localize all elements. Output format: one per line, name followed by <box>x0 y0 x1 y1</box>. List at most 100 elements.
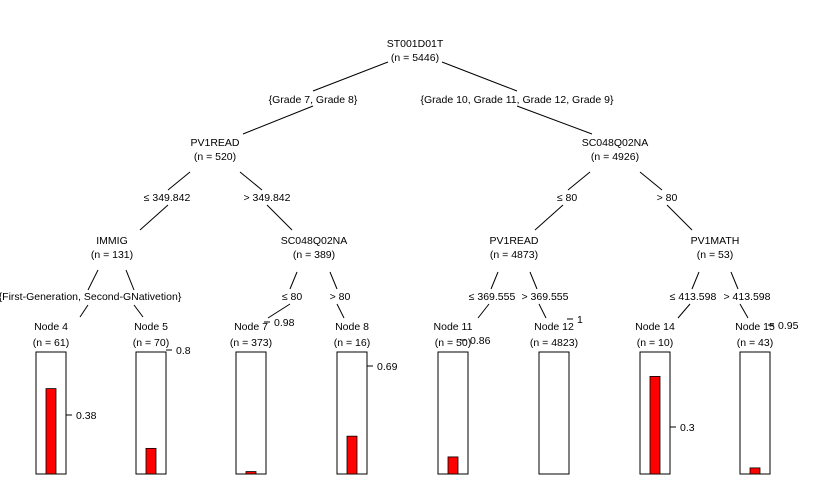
edge-label-root-right: {Grade 10, Grade 11, Grade 12, Grade 9} <box>420 94 614 106</box>
terminal-node-label: Node 11 <box>434 321 473 333</box>
node-r-name: SC048Q02NA <box>582 137 649 149</box>
node-rr-n: (n = 53) <box>697 249 733 261</box>
edge-ll-4-lower <box>79 304 89 318</box>
terminal-node: Node 12 (n = 4823) 1 <box>530 314 583 475</box>
terminal-node-label: Node 8 <box>335 321 369 333</box>
terminal-node-n: (n = 10) <box>637 337 673 349</box>
edge-lr-8-lower <box>336 303 345 319</box>
edge-label-root-left: {Grade 7, Grade 8} <box>269 94 358 106</box>
edge-r-rl <box>567 171 591 191</box>
edge-rr-15-lower <box>739 303 749 319</box>
edge-lr-8 <box>329 271 338 290</box>
node-root-name: ST001D01T <box>387 38 444 50</box>
bar <box>749 467 761 475</box>
node-rr-name: PV1MATH <box>691 235 740 247</box>
bar <box>45 388 57 475</box>
terminal-node-label: Node 14 <box>635 321 675 333</box>
edge-rl-12-lower <box>538 303 547 319</box>
edge-r-rr <box>639 171 663 191</box>
edge-r-rr-lower <box>666 204 693 231</box>
edge-label-ll-pair: {First-Generation, Second-GNativetion} <box>0 291 182 303</box>
edge-r-rl-lower <box>534 204 564 231</box>
terminal-node-label: Node 5 <box>134 321 168 333</box>
terminal-node-frame <box>235 351 267 475</box>
edge-ll-4 <box>87 269 99 291</box>
terminal-node-label: Node 12 <box>534 321 574 333</box>
edge-root-right-lower <box>516 105 593 135</box>
terminal-node: Node 7 (n = 373)0.98 <box>230 317 295 475</box>
edge-labels: {Grade 7, Grade 8} {Grade 10, Grade 11, … <box>0 94 771 303</box>
terminal-node-frame <box>538 351 570 475</box>
edge-rl-11-lower <box>477 303 490 319</box>
edge-label-r-rr: > 80 <box>657 192 678 204</box>
edge-label-lr-8: > 80 <box>330 291 351 303</box>
bar <box>649 375 661 475</box>
edge-label-rr-14: ≤ 413.598 <box>670 291 717 303</box>
terminal-node-label: Node 7 <box>234 321 268 333</box>
terminal-node-n: (n = 70) <box>133 337 169 349</box>
terminal-node-frame <box>739 351 771 475</box>
axis-tick-label: 0.86 <box>470 335 491 347</box>
node-rl-n: (n = 4873) <box>490 249 538 261</box>
terminal-node: Node 11 (n = 50)0.86 <box>434 321 491 475</box>
node-r-n: (n = 4926) <box>591 151 639 163</box>
axis-tick-label: 0.69 <box>377 361 398 373</box>
node-ll-name: IMMIG <box>96 235 128 247</box>
node-lr-name: SC048Q02NA <box>281 235 348 247</box>
terminal-node-n: (n = 43) <box>737 337 773 349</box>
edge-label-r-rl: ≤ 80 <box>557 192 578 204</box>
axis-tick-label: 0.38 <box>76 410 97 422</box>
terminal-node-n: (n = 61) <box>33 337 69 349</box>
edge-ll-5 <box>125 269 135 291</box>
terminal-node-n: (n = 4823) <box>530 337 578 349</box>
node-l-name: PV1READ <box>190 137 239 149</box>
terminal-node-frame <box>437 351 469 475</box>
edge-lr-7 <box>289 271 298 290</box>
terminal-node-n: (n = 16) <box>334 337 370 349</box>
bar <box>447 456 459 475</box>
edge-label-rl-11: ≤ 369.555 <box>469 291 516 303</box>
node-l-n: (n = 520) <box>194 151 236 163</box>
edge-label-lr-7: ≤ 80 <box>282 291 303 303</box>
edge-rl-12 <box>529 271 538 290</box>
bar <box>346 435 358 475</box>
edge-l-ll-lower <box>139 204 169 231</box>
edge-lr-7-lower <box>267 303 291 319</box>
node-lr-n: (n = 389) <box>293 249 335 261</box>
edge-l-lr <box>239 171 263 191</box>
edge-label-rr-15: > 413.598 <box>723 291 770 303</box>
terminal-node-label: Node 15 <box>735 321 775 333</box>
edge-label-l-ll: ≤ 349.842 <box>144 192 191 204</box>
terminal-node: Node 14 (n = 10) 0.3 <box>635 321 695 475</box>
terminal-node: Node 15 (n = 43) 0.95 <box>735 320 799 475</box>
edge-rl-11 <box>490 271 499 290</box>
axis-tick-label: 0.98 <box>274 317 295 329</box>
terminal-node: Node 4 (n = 61) 0.38 <box>33 321 97 475</box>
axis-tick-label: 1 <box>577 314 583 326</box>
edge-l-ll <box>167 171 191 191</box>
edge-l-lr-lower <box>266 204 293 231</box>
edge-label-l-lr: > 349.842 <box>243 192 290 204</box>
edge-rr-14 <box>691 271 700 290</box>
edge-rr-15 <box>730 271 739 290</box>
node-ll-n: (n = 131) <box>91 249 133 261</box>
terminal-node: Node 8 (n = 16) 0.69 <box>334 321 398 475</box>
bar <box>145 447 157 475</box>
edge-root-left <box>312 61 389 92</box>
edge-label-rl-12: > 369.555 <box>521 291 568 303</box>
terminal-node-n: (n = 373) <box>230 337 272 349</box>
tree-edges <box>79 61 749 319</box>
axis-tick-label: 0.95 <box>778 320 799 332</box>
inner-nodes: ST001D01T (n = 5446) PV1READ (n = 520) S… <box>91 38 740 261</box>
edge-rr-14-lower <box>677 303 691 319</box>
terminal-node-n: (n = 50) <box>435 337 471 349</box>
axis-tick-label: 0.3 <box>680 422 695 434</box>
edge-ll-5-lower <box>133 304 144 318</box>
terminal-node-label: Node 4 <box>34 321 68 333</box>
edge-root-left-lower <box>242 105 314 135</box>
node-rl-name: PV1READ <box>489 235 538 247</box>
edge-root-right <box>441 61 518 92</box>
terminal-node: Node 5(n = 70)0.8 <box>133 321 191 475</box>
